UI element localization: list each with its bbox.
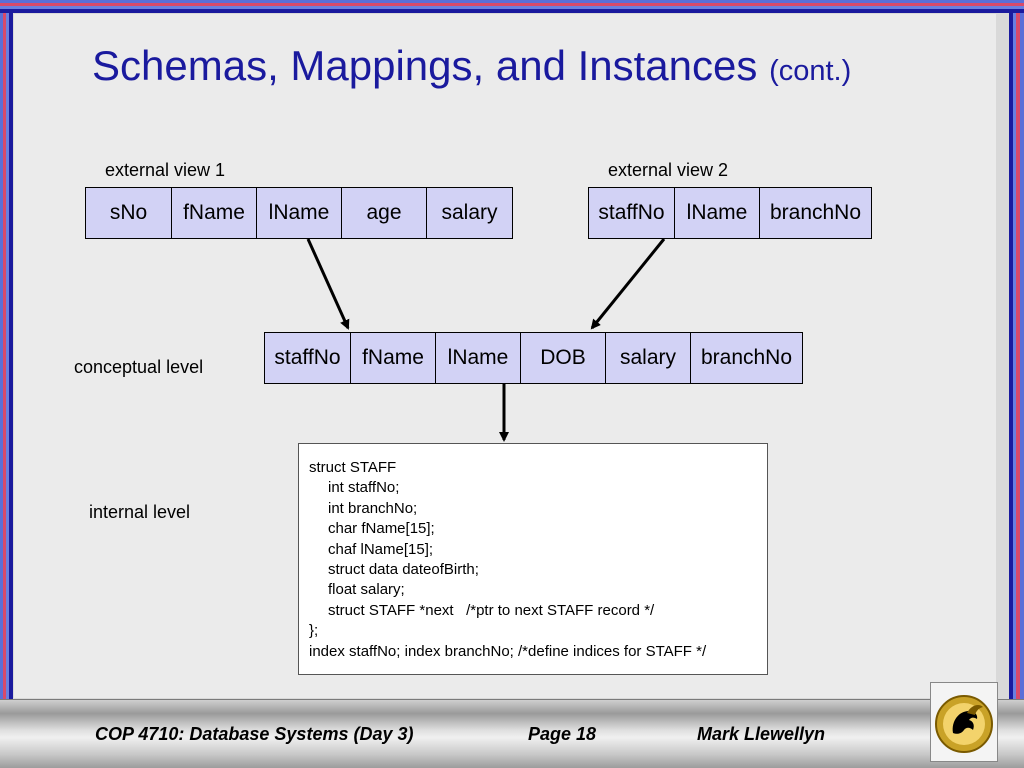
code-line: index staffNo; index branchNo; /*define … (309, 642, 707, 660)
field-cell: branchNo (769, 201, 862, 224)
field-cell: lName (257, 188, 342, 238)
code-line: struct data dateofBirth; (328, 561, 479, 579)
footer-bar (0, 700, 1024, 768)
border-stripe (1013, 0, 1016, 768)
footer-author: Mark Llewellyn (697, 724, 826, 744)
border-stripe (1016, 0, 1020, 768)
code-line: chaf lName[15]; (328, 540, 434, 558)
border-stripe (9, 0, 13, 768)
field-cell: fName (351, 333, 436, 383)
field-cell: staffNo (589, 188, 675, 238)
conceptual-level-label: conceptual level (74, 357, 204, 377)
field-cell: age (342, 188, 427, 238)
external-view-1-record: sNo fName lName age salary (85, 187, 513, 239)
border-stripe (0, 0, 1024, 3)
border-stripe (0, 9, 1024, 13)
footer-course: COP 4710: Database Systems (Day 3) (95, 724, 414, 744)
border-stripe (0, 0, 3, 768)
field-cell: branchNo (700, 346, 793, 369)
title-main: Schemas, Mappings, and Instances (92, 42, 758, 89)
footer-page: Page 18 (528, 724, 597, 744)
field-cell: salary (441, 201, 498, 224)
border-stripe (1020, 0, 1024, 768)
internal-level-label: internal level (89, 502, 191, 522)
code-line: struct STAFF *next /*ptr to next STAFF r… (328, 601, 655, 619)
border-stripe (0, 3, 1024, 6)
internal-schema-code: struct STAFF int staffNo; int branchNo; … (298, 443, 768, 675)
external-view-2-label: external view 2 (608, 160, 729, 180)
arrow-view2-to-conceptual (590, 238, 666, 330)
code-line: int branchNo; (328, 499, 418, 517)
border-stripe (6, 0, 9, 768)
external-view-2-record: staffNo lName branchNo (588, 187, 872, 239)
external-view-1-label: external view 1 (105, 160, 226, 180)
pegasus-logo-icon (935, 695, 993, 753)
code-line: struct STAFF (309, 459, 397, 476)
border-stripe (1009, 0, 1013, 768)
border-stripe (3, 0, 6, 768)
field-cell: sNo (86, 188, 172, 238)
code-line: char fName[15]; (328, 520, 435, 538)
field-cell: lName (675, 188, 760, 238)
field-cell: DOB (521, 333, 606, 383)
conceptual-record: staffNo fName lName DOB salary branchNo (264, 332, 803, 384)
slide-title: Schemas, Mappings, and Instances (cont.) (92, 42, 851, 90)
field-cell: lName (436, 333, 521, 383)
title-suffix: (cont.) (769, 55, 852, 87)
field-cell: fName (172, 188, 257, 238)
code-line: float salary; (328, 581, 405, 599)
field-cell: staffNo (265, 333, 351, 383)
code-line: }; (309, 622, 319, 640)
border-stripe (0, 6, 1024, 9)
field-cell: salary (606, 333, 691, 383)
logo-frame (930, 682, 998, 762)
code-line: int staffNo; (328, 479, 400, 497)
arrow-view1-to-conceptual (306, 238, 350, 330)
